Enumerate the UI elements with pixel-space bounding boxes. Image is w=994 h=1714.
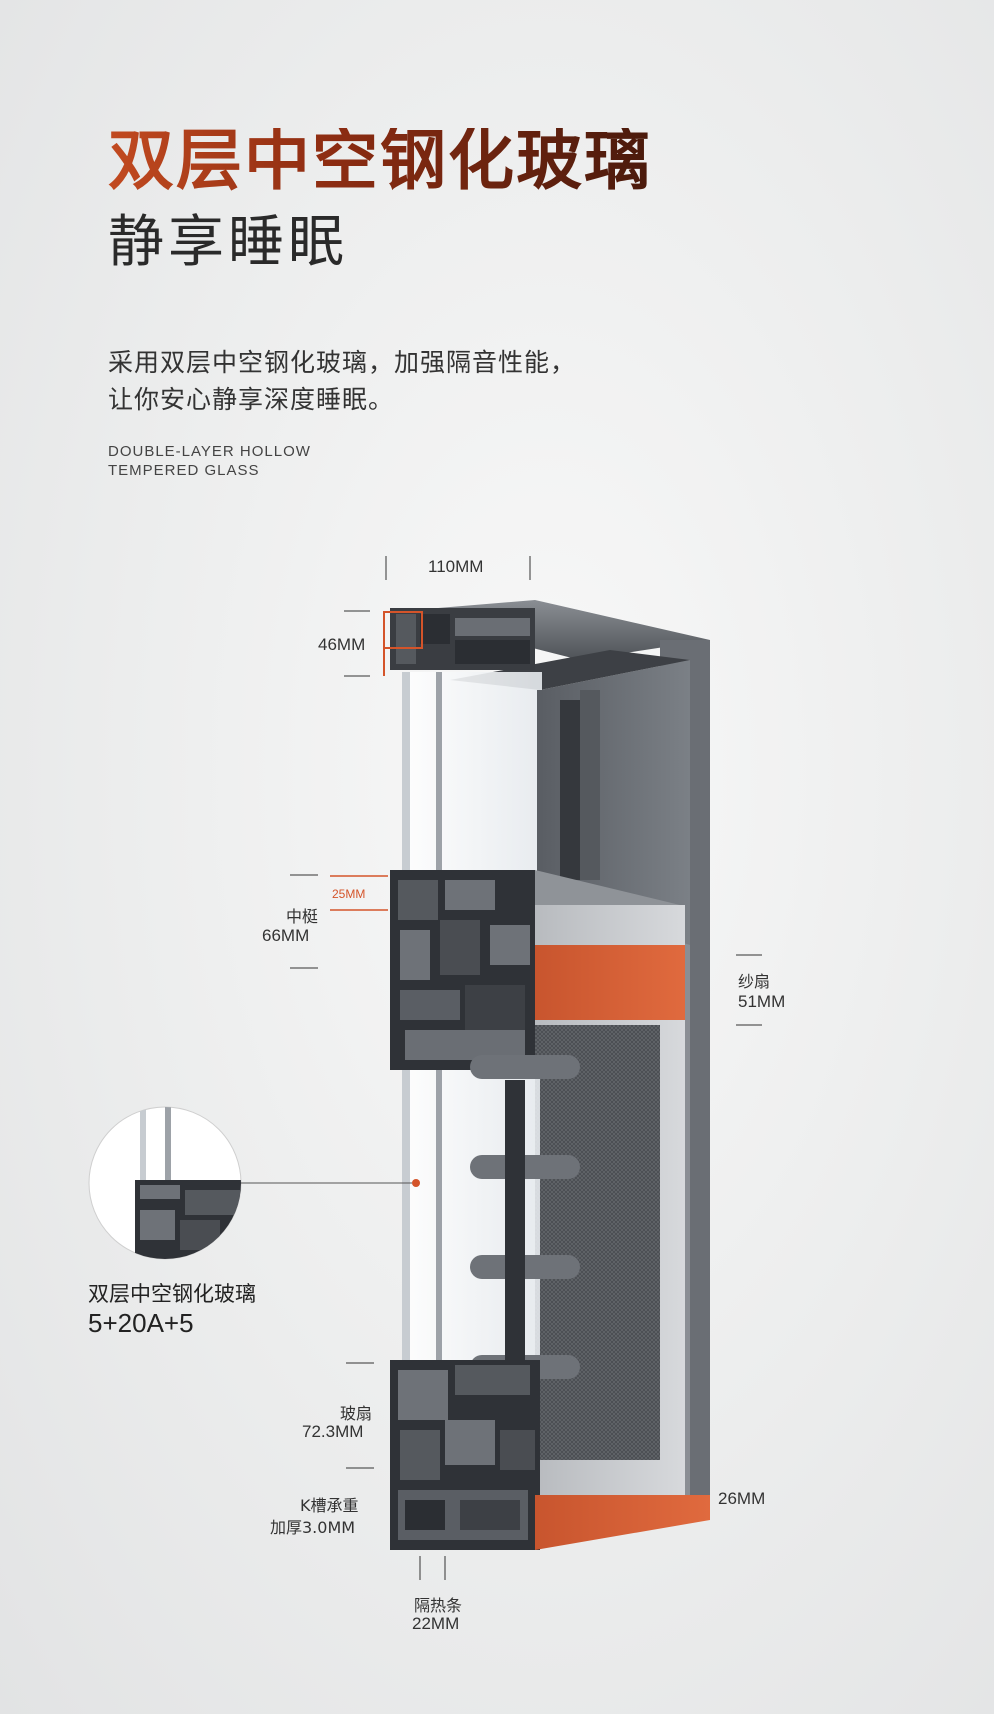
top-profile: [383, 608, 535, 676]
thermal-break-value: 22MM: [412, 1614, 460, 1633]
screen-sash-label: 纱扇: [738, 972, 771, 991]
orange-band-bottom: [535, 1495, 710, 1550]
english-caption-line-1: DOUBLE-LAYER HOLLOW: [108, 443, 311, 460]
bottom-profile: [390, 1360, 710, 1550]
lower-glass: [402, 1055, 580, 1379]
callout-value: 5+20A+5: [88, 1308, 194, 1338]
thermal-break-label: 隔热条: [414, 1596, 463, 1615]
page-subtitle: 静享睡眠: [108, 210, 348, 275]
upper-glass: [402, 672, 600, 880]
mullion-inner-lines: [330, 875, 388, 911]
glass-sash-label: 玻扇: [340, 1404, 373, 1423]
english-caption-line-2: TEMPERED GLASS: [108, 462, 260, 479]
page-title: 双层中空钢化玻璃: [108, 122, 652, 199]
description-line-1: 采用双层中空钢化玻璃，加强隔音性能，: [108, 348, 577, 377]
dimension-lines: [290, 556, 762, 1580]
glass-sash-value: 72.3MM: [302, 1422, 364, 1441]
dim-mullion-inner: 25MM: [332, 887, 366, 901]
mullion-value: 66MM: [262, 926, 310, 945]
mullion-label: 中梃: [286, 907, 319, 926]
description-line-2: 让你安心静享深度睡眠。: [108, 385, 395, 414]
k-slot-label: K槽承重: [300, 1496, 359, 1515]
screen-sash-value: 51MM: [738, 992, 786, 1011]
glass-detail-callout: [88, 1106, 420, 1260]
dim-bottom: 26MM: [718, 1489, 766, 1508]
callout-label: 双层中空钢化玻璃: [88, 1282, 256, 1306]
k-slot-value: 加厚3.0MM: [270, 1518, 356, 1537]
dim-top-frame: 46MM: [318, 635, 366, 654]
orange-band-top: [535, 945, 685, 1020]
dim-width: 110MM: [428, 557, 484, 576]
insect-screen-mesh: [535, 1025, 660, 1460]
